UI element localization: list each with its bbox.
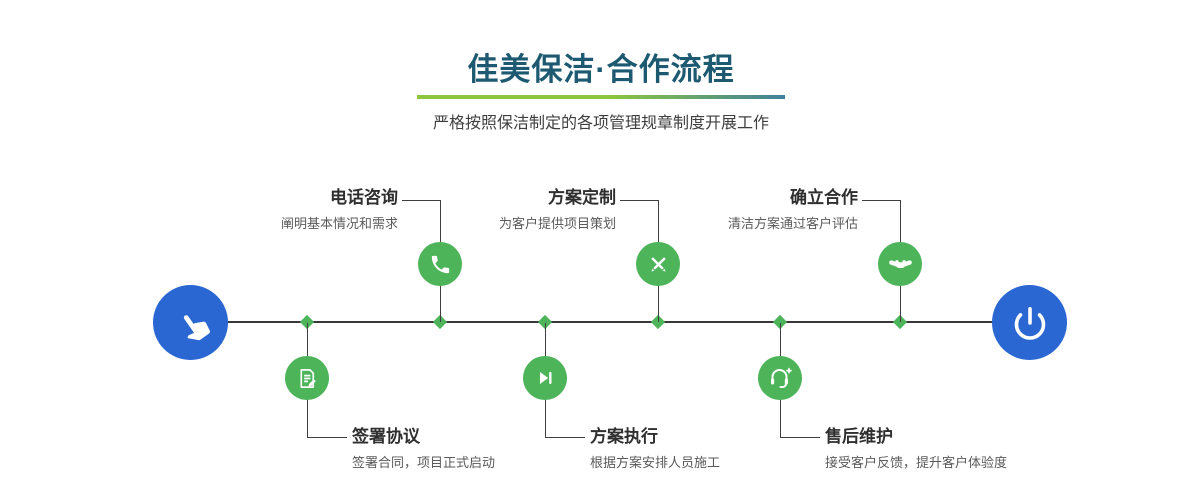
connector-line xyxy=(307,399,308,438)
step-label-contract: 签署协议 签署合同，项目正式启动 xyxy=(352,427,632,472)
handshake-icon xyxy=(888,259,912,268)
power-icon xyxy=(1014,306,1045,340)
step-desc: 清洁方案通过客户评估 xyxy=(727,216,858,232)
step-desc: 根据方案安排人员施工 xyxy=(590,455,721,471)
connector-line xyxy=(402,200,440,201)
headset-support-icon xyxy=(771,367,792,388)
connector-line xyxy=(620,200,658,201)
connector-line xyxy=(307,323,308,357)
step-title: 签署协议 xyxy=(352,427,420,446)
page-title: 佳美保洁·合作流程 xyxy=(467,52,735,87)
connector-line xyxy=(900,285,901,322)
step-title: 方案执行 xyxy=(590,427,658,446)
connector-line xyxy=(545,323,546,357)
connector-line xyxy=(862,200,900,201)
connector-line xyxy=(545,437,585,438)
step-label-phone: 电话咨询 阐明基本情况和需求 xyxy=(138,188,398,233)
end-node xyxy=(992,285,1067,360)
page-subtitle: 严格按照保洁制定的各项管理规章制度开展工作 xyxy=(432,115,769,132)
phone-step-node xyxy=(418,242,462,286)
step-desc: 签署合同，项目正式启动 xyxy=(352,455,496,471)
phone-icon xyxy=(431,255,449,273)
step-desc: 为客户提供项目策划 xyxy=(498,216,616,232)
connector-line xyxy=(780,323,781,357)
step-label-support: 售后维护 接受客户反馈，提升客户体验度 xyxy=(825,427,1105,472)
connector-line xyxy=(780,399,781,438)
title-divider xyxy=(417,95,785,99)
contract-step-node xyxy=(285,356,329,400)
step-title: 售后维护 xyxy=(825,427,893,446)
timeline-line xyxy=(190,321,1030,323)
contract-document-icon xyxy=(299,368,316,388)
connector-line xyxy=(440,200,441,243)
step-label-design: 方案定制 为客户提供项目策划 xyxy=(356,188,616,233)
execute-step-node xyxy=(523,356,567,400)
step-desc: 阐明基本情况和需求 xyxy=(280,216,398,232)
connector-line xyxy=(780,437,820,438)
play-execute-icon xyxy=(539,372,552,384)
pointing-hand-icon xyxy=(183,314,210,340)
connector-line xyxy=(440,285,441,322)
connector-line xyxy=(658,200,659,243)
connector-line xyxy=(307,437,347,438)
connector-line xyxy=(545,399,546,438)
connector-line xyxy=(900,200,901,243)
design-step-node xyxy=(636,242,680,286)
step-label-execute: 方案执行 根据方案安排人员施工 xyxy=(590,427,870,472)
connector-line xyxy=(658,285,659,322)
support-step-node xyxy=(758,356,802,400)
cooperation-step-node xyxy=(878,242,922,286)
pencil-tools-icon xyxy=(650,256,666,272)
step-desc: 接受客户反馈，提升客户体验度 xyxy=(825,455,1008,471)
step-title: 电话咨询 xyxy=(330,188,398,207)
step-label-cooperation: 确立合作 清洁方案通过客户评估 xyxy=(598,188,858,233)
start-node xyxy=(153,285,228,360)
step-title: 确立合作 xyxy=(790,188,858,207)
step-title: 方案定制 xyxy=(548,188,616,207)
